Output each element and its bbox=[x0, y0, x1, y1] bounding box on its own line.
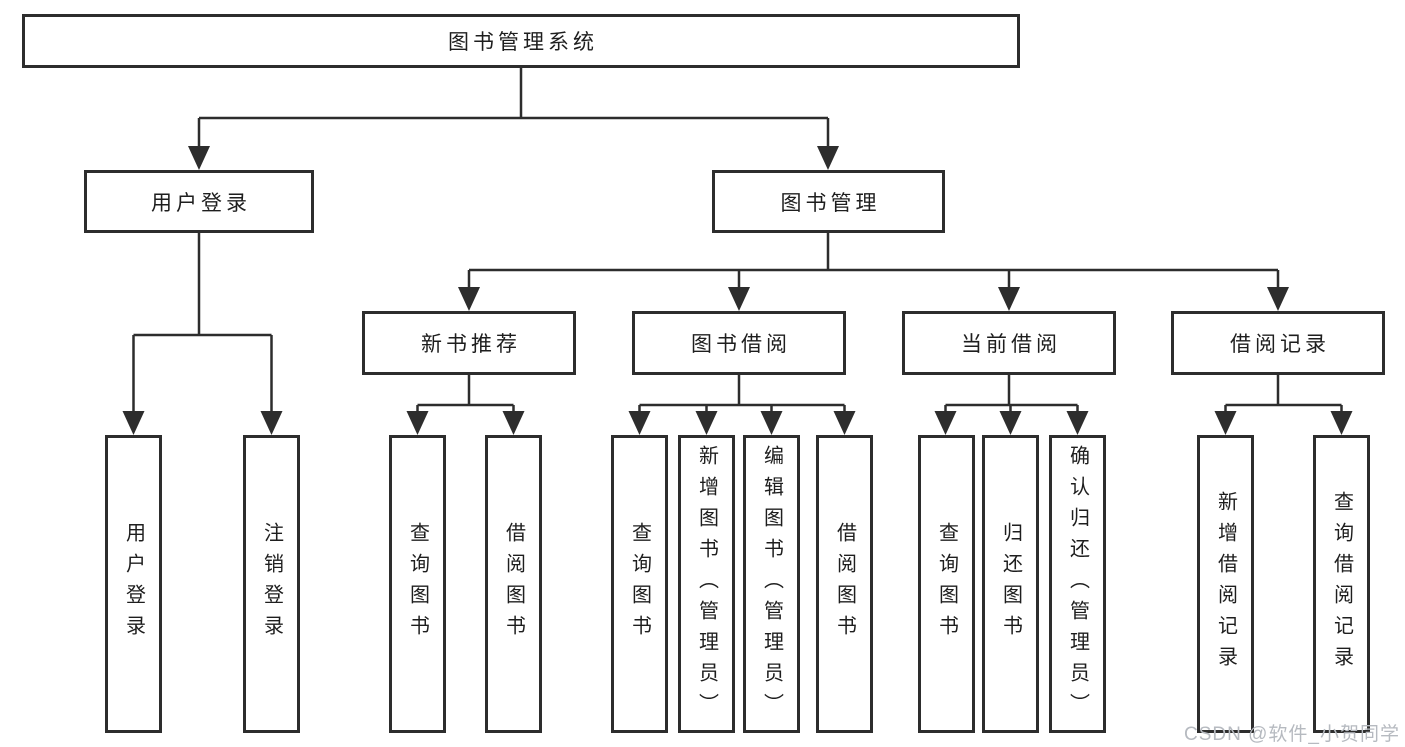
arrow-down-icon bbox=[260, 411, 283, 435]
connector-borrowing-to-leaves bbox=[638, 375, 846, 414]
arrow-down-icon bbox=[817, 146, 839, 170]
leaf-records-query-record: 查询借阅记录 bbox=[1313, 435, 1370, 733]
leaf-records-add-record: 新增借阅记录 bbox=[1197, 435, 1254, 733]
connector-bookmgmt-to-level3 bbox=[467, 233, 1280, 291]
arrow-down-icon bbox=[1066, 411, 1089, 435]
node-new-book-recommend-label: 新书推荐 bbox=[421, 333, 521, 356]
leaf-current-confirm-return-admin: 确认归还（管理员） bbox=[1049, 435, 1106, 733]
arrow-down-icon bbox=[760, 411, 783, 435]
arrow-down-icon bbox=[628, 411, 651, 435]
leaf-borrowing-borrow-books: 借阅图书 bbox=[816, 435, 873, 733]
leaf-current-return-books-label: 归还图书 bbox=[999, 522, 1022, 646]
leaf-records-query-record-label: 查询借阅记录 bbox=[1330, 491, 1353, 677]
arrow-down-icon bbox=[728, 287, 750, 311]
node-root-library-system: 图书管理系统 bbox=[22, 14, 1020, 68]
arrowheads bbox=[122, 146, 1353, 435]
leaf-current-query-books: 查询图书 bbox=[918, 435, 975, 733]
leaf-borrowing-edit-books-admin-label: 编辑图书（管理员） bbox=[760, 444, 783, 724]
connector-current-to-leaves bbox=[944, 375, 1079, 414]
node-user-login-label: 用户登录 bbox=[151, 191, 251, 215]
leaf-borrowing-query-books-label: 查询图书 bbox=[628, 522, 651, 646]
node-user-login: 用户登录 bbox=[84, 170, 314, 233]
connector-newbook-to-leaves bbox=[416, 375, 515, 414]
leaf-current-return-books: 归还图书 bbox=[982, 435, 1039, 733]
arrow-down-icon bbox=[1330, 411, 1353, 435]
leaf-user-login: 用户登录 bbox=[105, 435, 162, 733]
leaf-recommend-query-books: 查询图书 bbox=[389, 435, 446, 733]
csdn-watermark: CSDN @软件_小贺同学 bbox=[1184, 724, 1400, 745]
connector-root-to-level2 bbox=[197, 68, 830, 150]
leaf-recommend-borrow-books: 借阅图书 bbox=[485, 435, 542, 733]
node-borrowing-records: 借阅记录 bbox=[1171, 311, 1385, 375]
leaf-logout-label: 注销登录 bbox=[260, 522, 283, 646]
arrow-down-icon bbox=[502, 411, 525, 435]
arrow-down-icon bbox=[695, 411, 718, 435]
arrow-down-icon bbox=[999, 411, 1022, 435]
node-book-management: 图书管理 bbox=[712, 170, 945, 233]
arrow-down-icon bbox=[833, 411, 856, 435]
leaf-borrowing-add-books-admin-label: 新增图书（管理员） bbox=[695, 444, 718, 724]
arrow-down-icon bbox=[934, 411, 957, 435]
leaf-current-confirm-return-admin-label: 确认归还（管理员） bbox=[1066, 444, 1089, 724]
node-book-borrowing-label: 图书借阅 bbox=[691, 333, 791, 356]
arrow-down-icon bbox=[188, 146, 210, 170]
node-root-label: 图书管理系统 bbox=[448, 31, 598, 54]
node-current-borrowing: 当前借阅 bbox=[902, 311, 1116, 375]
arrow-down-icon bbox=[998, 287, 1020, 311]
node-borrowing-records-label: 借阅记录 bbox=[1230, 333, 1330, 356]
node-book-management-label: 图书管理 bbox=[780, 191, 881, 215]
leaf-logout: 注销登录 bbox=[243, 435, 300, 733]
node-book-borrowing: 图书借阅 bbox=[632, 311, 846, 375]
leaf-recommend-borrow-books-label: 借阅图书 bbox=[502, 522, 525, 646]
leaf-user-login-label: 用户登录 bbox=[122, 522, 145, 646]
connector-records-to-leaves bbox=[1224, 375, 1343, 414]
node-current-borrowing-label: 当前借阅 bbox=[961, 333, 1061, 356]
arrow-down-icon bbox=[1214, 411, 1237, 435]
leaf-borrowing-add-books-admin: 新增图书（管理员） bbox=[678, 435, 735, 733]
leaf-borrowing-edit-books-admin: 编辑图书（管理员） bbox=[743, 435, 800, 733]
leaf-borrowing-borrow-books-label: 借阅图书 bbox=[833, 522, 856, 646]
arrow-down-icon bbox=[406, 411, 429, 435]
leaf-recommend-query-books-label: 查询图书 bbox=[406, 522, 429, 646]
node-new-book-recommend: 新书推荐 bbox=[362, 311, 576, 375]
leaf-records-add-record-label: 新增借阅记录 bbox=[1214, 491, 1237, 677]
leaf-current-query-books-label: 查询图书 bbox=[935, 522, 958, 646]
arrow-down-icon bbox=[458, 287, 480, 311]
arrow-down-icon bbox=[122, 411, 145, 435]
connector-userlogin-to-leaves bbox=[132, 233, 273, 414]
leaf-borrowing-query-books: 查询图书 bbox=[611, 435, 668, 733]
arrow-down-icon bbox=[1267, 287, 1289, 311]
